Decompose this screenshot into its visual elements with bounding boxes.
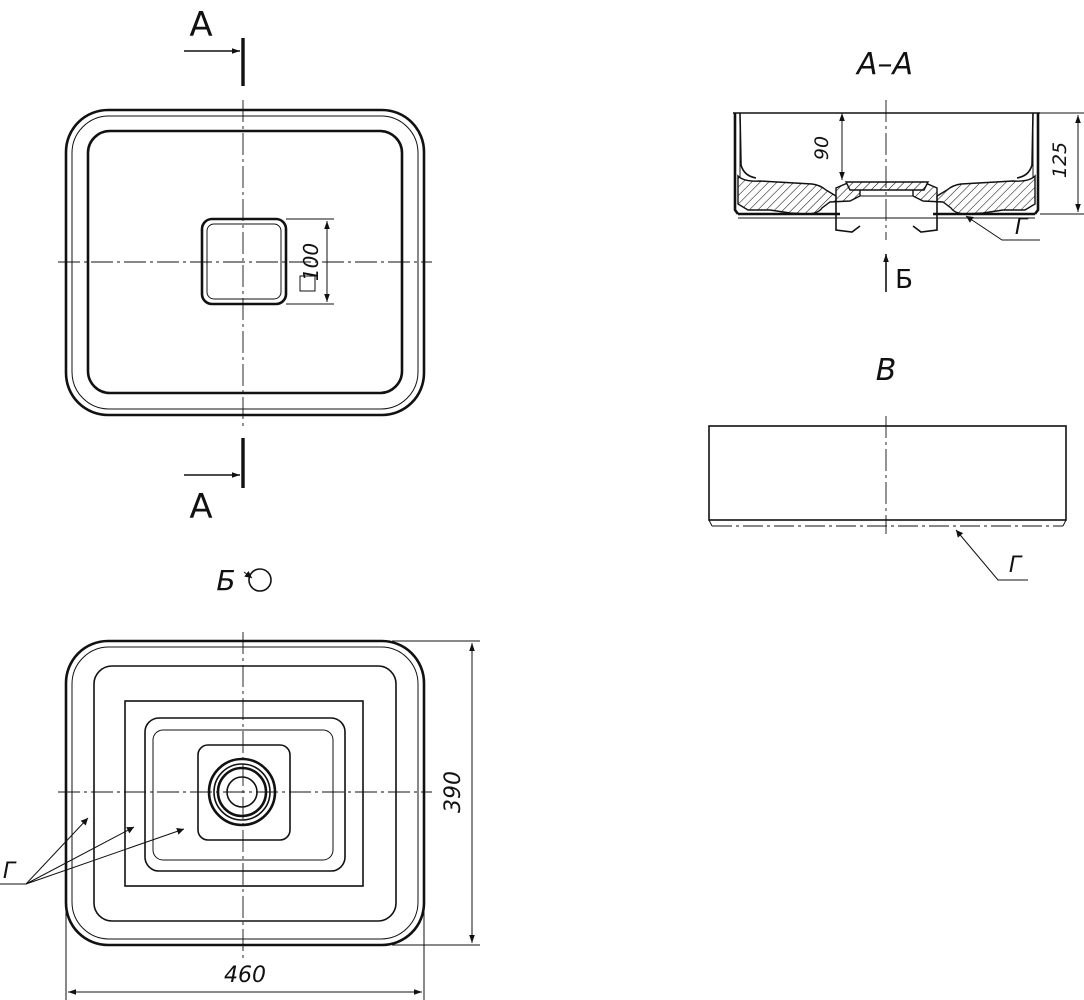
side-surface-leader [955,529,1028,581]
square-icon [299,275,316,292]
total-height-dimension: 125 [1049,142,1071,178]
bottom-surface-leaders [0,817,185,885]
section-floor-left [737,174,861,215]
side-view-title: В [876,353,897,388]
drain-dimension-value: 100 [299,243,323,281]
section-marker-bottom-label: A [189,487,212,527]
side-surface-label: Г [1009,553,1023,578]
bottom-view-drain-pad [197,744,291,841]
section-view: A–A 90 125 Г [733,47,1084,295]
bottom-view-step-2 [124,700,364,887]
overall-depth-dimension: 390 [441,771,466,813]
section-outer-wall-right [1033,113,1040,215]
rotation-icon [243,568,272,592]
bottom-view-step-3 [144,717,346,872]
section-outer-wall-left [733,113,740,215]
bottom-surface-label: Г [3,859,17,884]
section-surface-leader [965,215,1040,241]
side-view: В Г [708,353,1067,581]
bottom-view-title: Б [216,564,235,597]
side-view-body [708,425,1067,521]
inner-depth-dimension: 90 [811,136,833,160]
top-view: 100 A A [58,5,432,527]
bottom-view-outer [64,639,426,947]
bottom-view-step-1 [93,665,397,922]
overall-width-dimension: 460 [224,963,266,988]
top-view-drain [200,217,288,306]
view-b-arrow-label: Б [895,265,913,295]
bottom-view: Б 390 460 Г [0,564,480,1000]
section-floor-right [912,174,1036,215]
section-drain-pocket [844,181,930,191]
top-view-outer-rim-inner [71,115,419,410]
section-view-title: A–A [855,47,913,82]
top-view-outer-rim [64,108,426,417]
section-marker-top-label: A [189,5,212,45]
top-view-drain-inner [206,223,282,300]
section-surface-label: Г [1015,215,1029,240]
